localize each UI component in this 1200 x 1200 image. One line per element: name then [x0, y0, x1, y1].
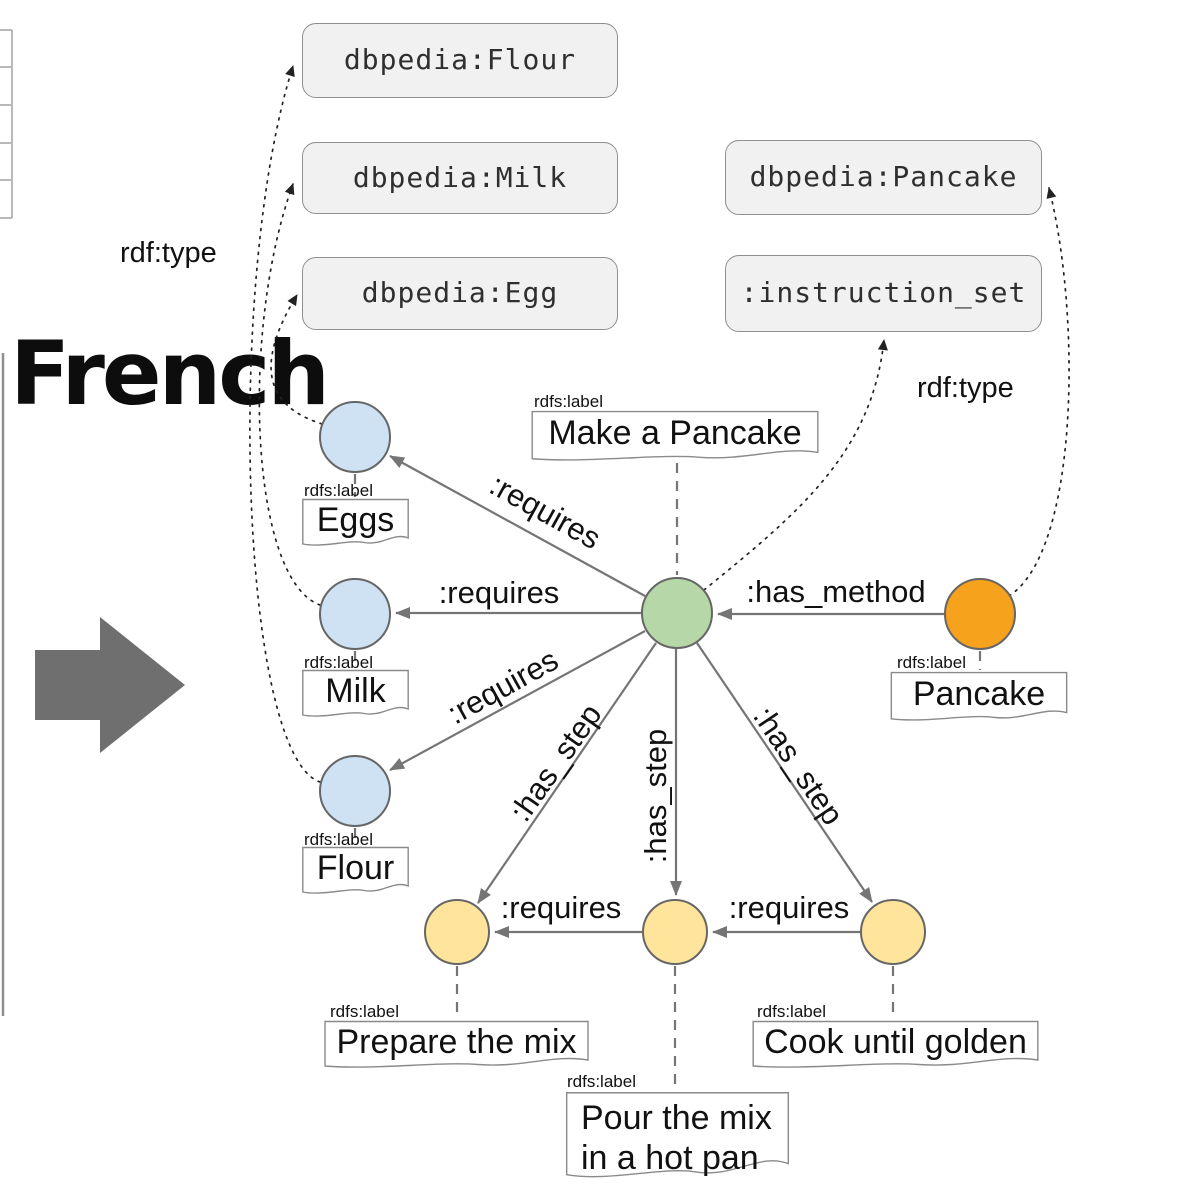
edge-label-has-step-2: :has_step: [638, 728, 673, 864]
label-text-pancake: Pancake: [912, 674, 1046, 713]
label-text-milk: Milk: [325, 671, 386, 710]
edge-recipe-has-step-1: [477, 642, 657, 904]
node-step-cook: [860, 899, 926, 965]
node-milk: [319, 578, 391, 650]
label-pancake: Pancake: [890, 671, 1068, 723]
edge-recipe-has-step-3: [696, 642, 873, 903]
overlay-word: French: [10, 322, 330, 425]
edge-flour-rdftype-flour: [249, 65, 321, 783]
edge-recipe-requires-eggs: [389, 455, 646, 597]
rdfs-label-flour: rdfs:label: [304, 830, 373, 849]
node-step-prepare: [424, 899, 490, 965]
rdf-type-label-right: rdf:type: [917, 372, 1014, 404]
rdfs-label-step3: rdfs:label: [757, 1002, 826, 1021]
flag-shape: [323, 1020, 590, 1070]
edge-pancake-rdftype-dbpedia-pancake: [1008, 187, 1070, 597]
flag-shape: [530, 410, 820, 463]
flag-shape: [302, 846, 409, 896]
label-prepare-the-mix: Prepare the mix: [323, 1020, 590, 1070]
label-cook-until-golden: Cook until golden: [751, 1020, 1040, 1070]
rdfs-label-milk: rdfs:label: [304, 653, 373, 672]
class-box-instruction-set: :instruction_set: [725, 255, 1042, 332]
flag-shape: [302, 498, 409, 548]
class-box-dbpedia-egg: dbpedia:Egg: [302, 257, 618, 330]
class-box-dbpedia-pancake: dbpedia:Pancake: [725, 140, 1042, 215]
edge-recipe-rdftype-instruction-set: [703, 339, 888, 591]
edge-label-requires-step1: :requires: [500, 890, 622, 925]
flag-shape: [565, 1090, 790, 1182]
rdfs-label-recipe: rdfs:label: [534, 392, 603, 411]
edge-label-requires-milk: :requires: [438, 575, 560, 610]
rdf-type-label-left: rdf:type: [120, 237, 217, 269]
label-text-step-pour-line1: Pour the mix: [581, 1099, 772, 1137]
class-box-dbpedia-milk: dbpedia:Milk: [302, 142, 618, 214]
label-text-step-prepare: Prepare the mix: [336, 1022, 577, 1061]
label-text-flour: Flour: [316, 848, 395, 887]
edge-label-requires-step2: :requires: [728, 890, 850, 925]
node-recipe: [641, 577, 713, 649]
rdfs-label-pancake: rdfs:label: [897, 653, 966, 672]
node-eggs: [319, 401, 391, 473]
node-pancake: [944, 578, 1016, 650]
edge-label-has-method: :has_method: [746, 574, 926, 609]
rdfs-label-step1: rdfs:label: [330, 1002, 399, 1021]
node-step-pour: [642, 899, 708, 965]
node-flour: [319, 755, 391, 827]
label-text-step-pour-line2: in a hot pan: [581, 1139, 759, 1177]
flag-shape: [302, 669, 409, 719]
rdfs-label-eggs: rdfs:label: [304, 481, 373, 500]
edge-eggs-rdftype-egg: [270, 294, 323, 425]
label-make-a-pancake: Make a Pancake: [530, 410, 820, 463]
flag-shape: [751, 1020, 1040, 1070]
label-text-recipe: Make a Pancake: [548, 414, 802, 452]
edge-milk-rdftype-milk: [258, 183, 321, 606]
label-milk: Milk: [302, 669, 409, 719]
label-text-step-cook: Cook until golden: [764, 1022, 1027, 1061]
rdfs-label-step2: rdfs:label: [567, 1072, 636, 1091]
label-eggs: Eggs: [302, 498, 409, 548]
class-box-dbpedia-flour: dbpedia:Flour: [302, 23, 618, 98]
big-gray-arrow: [35, 617, 185, 753]
label-flour: Flour: [302, 846, 409, 896]
label-pour-the-mix: Pour the mix in a hot pan: [565, 1090, 790, 1182]
edge-recipe-requires-flour: [389, 630, 646, 771]
table-fragment: [0, 29, 13, 219]
label-text-eggs: Eggs: [316, 500, 395, 539]
label-text-step-pour: Pour the mix in a hot pan: [565, 1090, 790, 1182]
flag-shape: [890, 671, 1068, 723]
